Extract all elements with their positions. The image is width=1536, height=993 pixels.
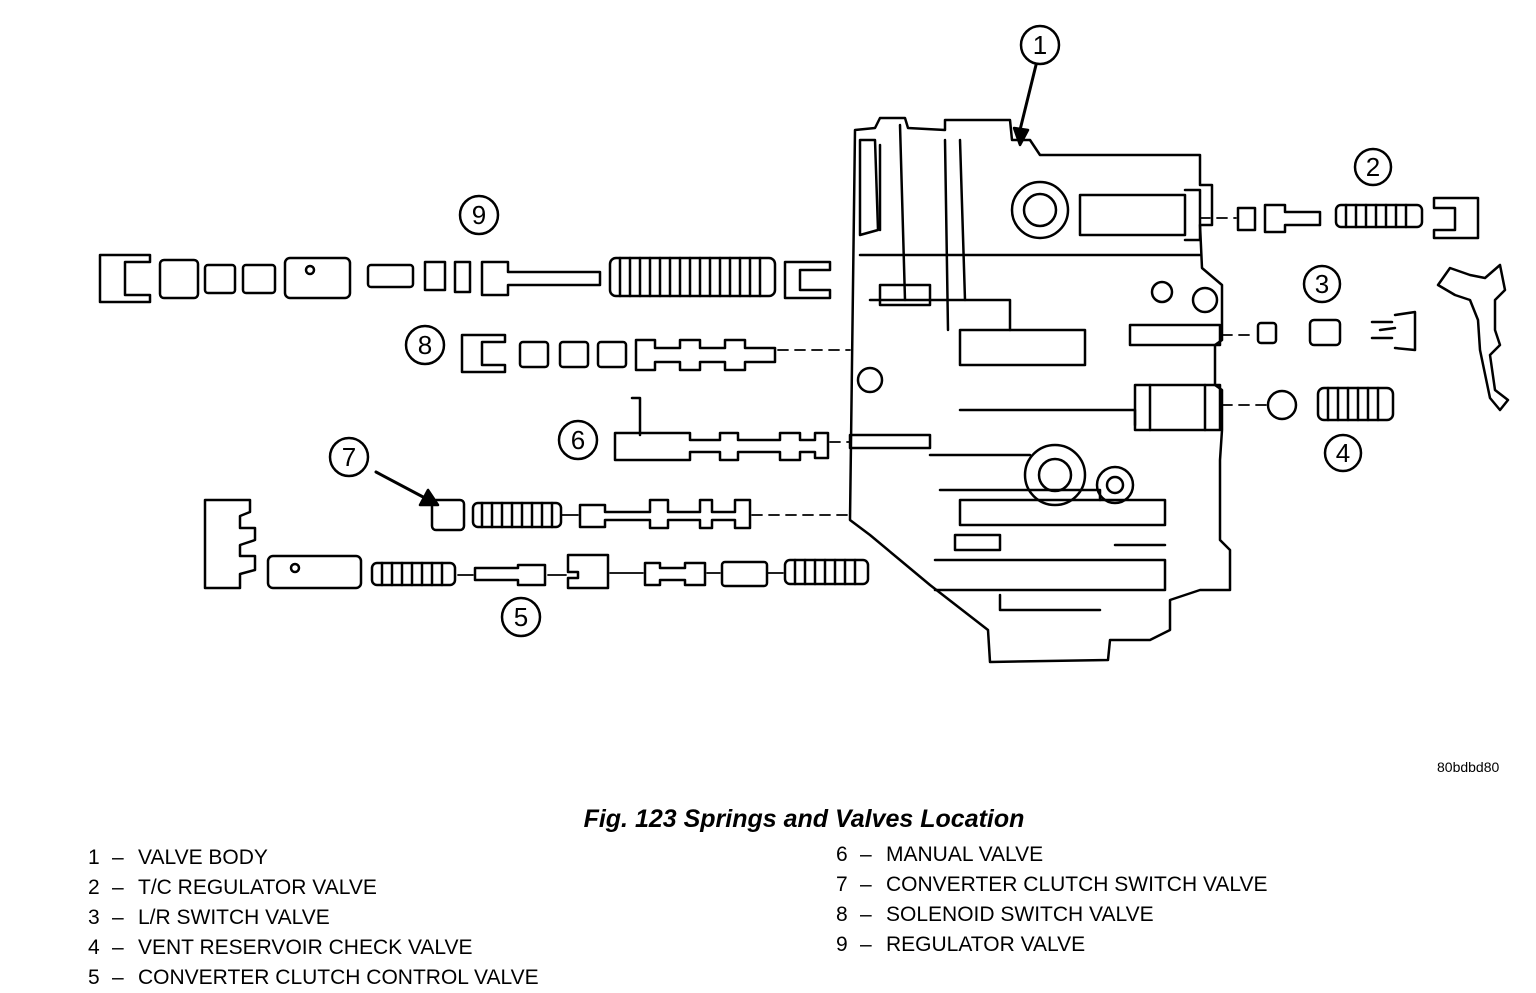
legend-dash: – xyxy=(860,933,872,956)
figure-id: 80bdbd80 xyxy=(1437,759,1500,775)
legend-item: 7–CONVERTER CLUTCH SWITCH VALVE xyxy=(836,870,1268,900)
legend-dash: – xyxy=(112,906,124,929)
spring xyxy=(1316,386,1395,422)
legend-label: L/R SWITCH VALVE xyxy=(138,906,330,929)
valve-spool xyxy=(423,260,602,297)
legend-item: 6–MANUAL VALVE xyxy=(836,840,1268,870)
callout-number: 8 xyxy=(418,330,432,360)
retainer-clip xyxy=(460,333,507,374)
legend-item: 8–SOLENOID SWITCH VALVE xyxy=(836,900,1268,930)
legend-num: 3 xyxy=(88,906,100,929)
callout-1: 1 xyxy=(1019,24,1061,66)
legend-item: 5–CONVERTER CLUTCH CONTROL VALVE xyxy=(88,963,539,993)
spring xyxy=(370,561,457,587)
plug xyxy=(366,263,415,289)
legend-dash: – xyxy=(112,966,124,989)
legend-label: REGULATOR VALVE xyxy=(886,933,1086,956)
part-joining-lines xyxy=(457,514,784,576)
tc-regulator-valve-assembly xyxy=(1236,196,1480,240)
legend-num: 4 xyxy=(88,936,100,959)
legend-item: 3–L/R SWITCH VALVE xyxy=(88,903,539,933)
spring xyxy=(608,256,777,298)
legend-label: VALVE BODY xyxy=(138,846,268,869)
callout-number: 4 xyxy=(1336,438,1350,468)
callout-9: 9 xyxy=(458,194,500,236)
retainer-clip xyxy=(1432,196,1480,240)
legend-label: SOLENOID SWITCH VALVE xyxy=(886,903,1154,926)
sleeve xyxy=(266,554,363,590)
callout-number: 6 xyxy=(571,425,585,455)
callout-number: 9 xyxy=(472,200,486,230)
callout-8: 8 xyxy=(404,324,446,366)
spring xyxy=(1334,203,1424,229)
converter-clutch-control-valve-assembly xyxy=(203,498,870,590)
legend-dash: – xyxy=(860,873,872,896)
callout-2: 2 xyxy=(1353,147,1393,187)
callout-number: 2 xyxy=(1366,152,1380,182)
callout-5: 5 xyxy=(500,596,542,638)
regulator-valve-assembly xyxy=(98,253,832,304)
leader-arrow-7 xyxy=(374,470,440,507)
legend-left-column: 1–VALVE BODY 2–T/C REGULATOR VALVE 3–L/R… xyxy=(88,843,539,993)
callout-number: 7 xyxy=(342,442,356,472)
legend-dash: – xyxy=(112,846,124,869)
legend-label: MANUAL VALVE xyxy=(886,843,1044,866)
legend-label: CONVERTER CLUTCH SWITCH VALVE xyxy=(886,873,1268,896)
leader-arrow-1 xyxy=(1012,63,1038,147)
retainer-clip-wire xyxy=(1370,310,1417,352)
plug xyxy=(158,258,200,300)
plug xyxy=(241,263,277,295)
legend-dash: – xyxy=(860,903,872,926)
legend-num: 2 xyxy=(88,876,100,899)
plug-notched xyxy=(566,553,610,590)
manual-lever xyxy=(1436,263,1510,412)
legend-dash: – xyxy=(112,876,124,899)
legend-item: 2–T/C REGULATOR VALVE xyxy=(88,873,539,903)
legend-label: VENT RESERVOIR CHECK VALVE xyxy=(138,936,473,959)
lr-switch-valve-assembly xyxy=(1256,263,1510,412)
toothed-retainer xyxy=(203,498,257,590)
legend-num: 1 xyxy=(88,846,100,869)
converter-clutch-switch-valve-assembly xyxy=(430,498,752,532)
manual-valve-spool xyxy=(613,431,830,462)
legend-dash: – xyxy=(112,936,124,959)
callout-6: 6 xyxy=(557,419,599,461)
legend-num: 6 xyxy=(836,843,848,866)
callout-number: 1 xyxy=(1033,30,1047,60)
legend-item: 9–REGULATOR VALVE xyxy=(836,930,1268,960)
solenoid-switch-valve-assembly xyxy=(460,333,777,374)
legend-num: 5 xyxy=(88,966,100,989)
valve-body xyxy=(848,116,1232,664)
assembly-centerlines xyxy=(751,217,1267,516)
legend-dash: – xyxy=(860,843,872,866)
legend-num: 7 xyxy=(836,873,848,896)
valve-spool xyxy=(578,498,752,530)
callout-3: 3 xyxy=(1302,264,1342,304)
legend-label: CONVERTER CLUTCH CONTROL VALVE xyxy=(138,966,539,989)
valve-spool xyxy=(634,338,777,372)
legend-label: T/C REGULATOR VALVE xyxy=(138,876,377,899)
figure-caption: Fig. 123 Springs and Valves Location xyxy=(583,805,1025,833)
retainer-clip xyxy=(98,253,152,304)
callout-number: 5 xyxy=(514,602,528,632)
vent-reservoir-check-valve-assembly xyxy=(1266,386,1395,422)
callout-7: 7 xyxy=(328,436,370,478)
spring xyxy=(783,558,870,586)
callout-4: 4 xyxy=(1323,433,1363,473)
check-ball xyxy=(1266,389,1298,421)
sleeve xyxy=(283,256,352,300)
legend-num: 9 xyxy=(836,933,848,956)
legend-right-column: 6–MANUAL VALVE 7–CONVERTER CLUTCH SWITCH… xyxy=(836,840,1268,960)
plug xyxy=(203,263,237,295)
end-plug xyxy=(430,498,466,532)
springs-valves-diagram: 1 2 3 4 5 6 7 8 9 xyxy=(98,24,1510,664)
end-clip xyxy=(783,260,832,300)
legend-num: 8 xyxy=(836,903,848,926)
manual-valve-assembly xyxy=(613,396,830,462)
callout-number: 3 xyxy=(1315,269,1329,299)
legend-item: 4–VENT RESERVOIR CHECK VALVE xyxy=(88,933,539,963)
spring xyxy=(471,501,563,529)
legend-item: 1–VALVE BODY xyxy=(88,843,539,873)
